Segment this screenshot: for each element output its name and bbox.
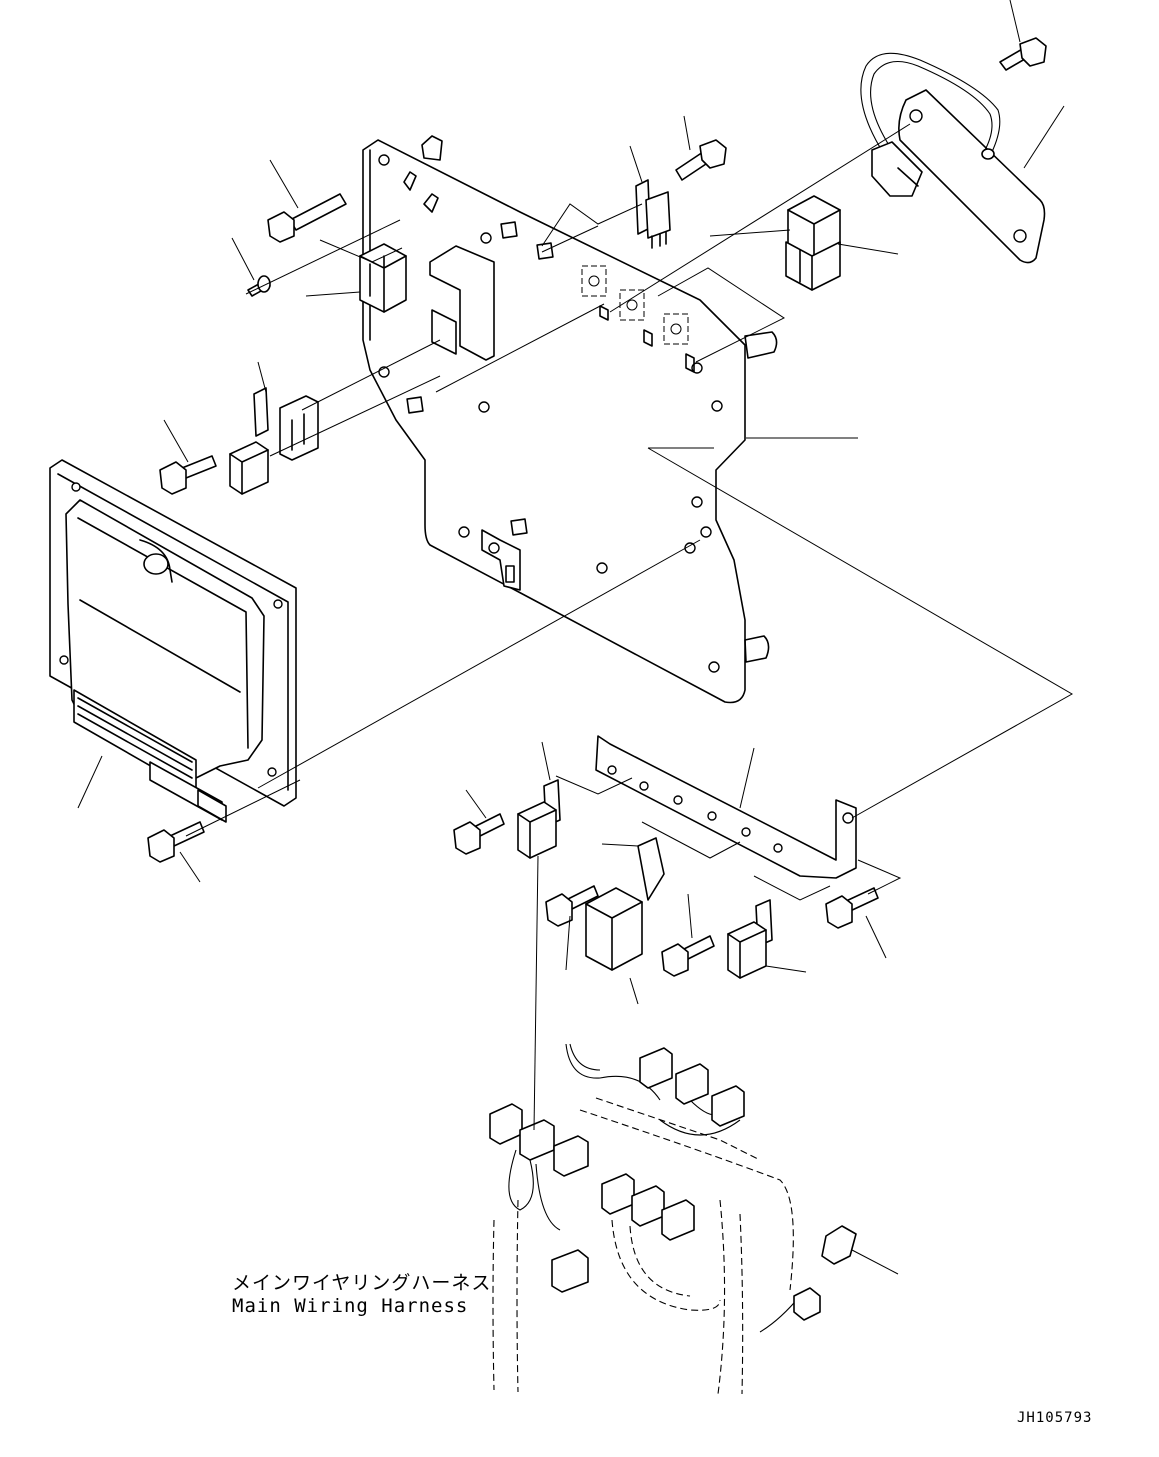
harness-label-japanese: メインワイヤリングハーネス bbox=[232, 1272, 492, 1294]
engine-controller-ecu bbox=[49, 459, 297, 823]
upper-connector-bracket bbox=[860, 52, 1046, 264]
mounting-plate bbox=[362, 135, 778, 704]
hex-bolts bbox=[147, 37, 1047, 977]
main-wiring-harness bbox=[489, 1043, 857, 1395]
lower-relay-bracket bbox=[517, 735, 857, 979]
leader-lines bbox=[77, 0, 1074, 1275]
harness-label-english: Main Wiring Harness bbox=[232, 1295, 469, 1317]
relays-upper bbox=[229, 179, 841, 495]
drawing-code: JH105793 bbox=[1017, 1410, 1093, 1426]
